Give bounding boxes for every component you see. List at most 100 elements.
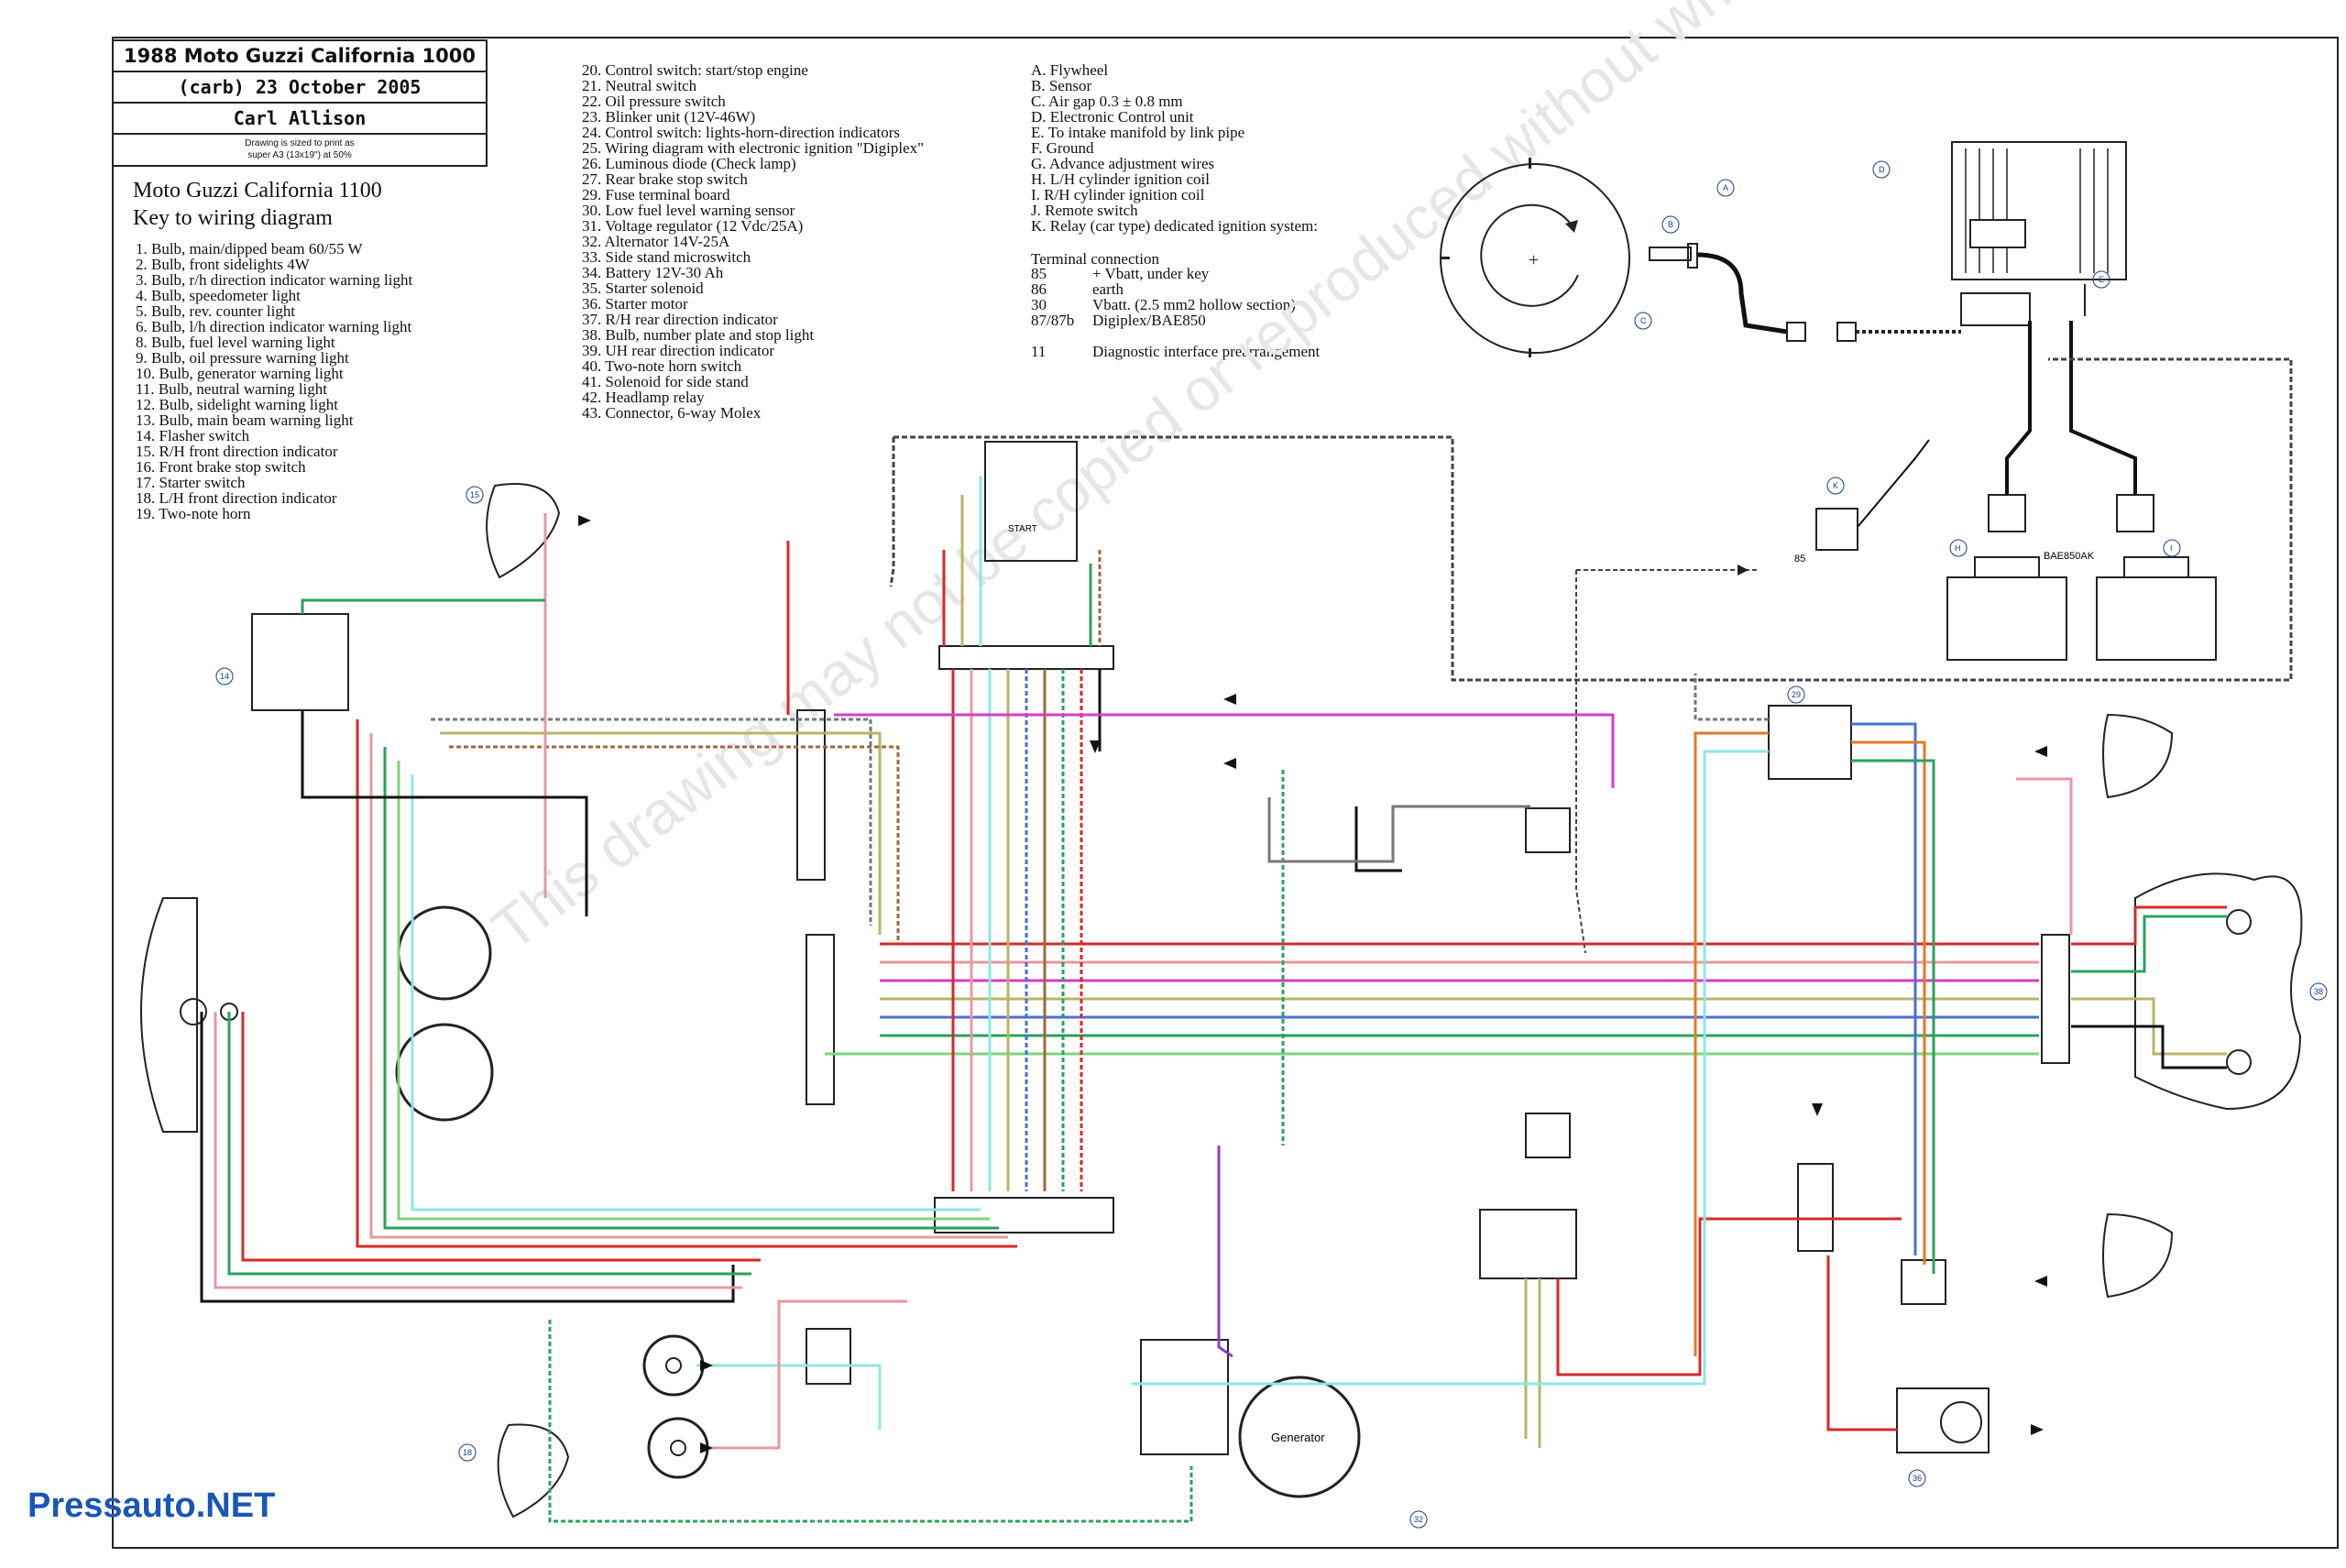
relay-35 xyxy=(1901,1259,1946,1305)
tag-H: H xyxy=(1949,539,1968,557)
key-item: 13. Bulb, main beam warning light xyxy=(136,411,354,429)
author: Carl Allison xyxy=(114,104,486,135)
key-item: 36. Starter motor xyxy=(582,295,688,313)
key-item: 27. Rear brake stop switch xyxy=(582,170,748,188)
sensor xyxy=(1649,243,1961,342)
indicator-rear-right xyxy=(2102,713,2174,799)
title-line-1: 1988 Moto Guzzi California 1000 xyxy=(114,41,486,72)
svg-text:H: H xyxy=(1955,543,1961,553)
starter-motor xyxy=(1896,1387,1990,1453)
key-item: 1. Bulb, main/dipped beam 60/55 W xyxy=(136,240,363,258)
voltage-regulator xyxy=(1479,1209,1577,1279)
key-item: 11. Bulb, neutral warning light xyxy=(136,380,328,398)
wiring-looms xyxy=(200,477,2227,1523)
key-item: E. To intake manifold by link pipe xyxy=(1031,124,1245,141)
component-tags: A B C D E H I K 29 32 36 38 18 15 14 xyxy=(215,160,2328,1529)
tag-B: B xyxy=(1661,215,1680,234)
key-item: 3. Bulb, r/h direction indicator warning… xyxy=(136,271,413,289)
tag-D: D xyxy=(1872,160,1891,179)
tag-18: 18 xyxy=(458,1443,477,1462)
battery xyxy=(1797,1163,1834,1252)
site-watermark[interactable]: Pressauto.NET xyxy=(27,1486,276,1525)
svg-text:36: 36 xyxy=(1913,1474,1922,1483)
svg-text:D: D xyxy=(1879,165,1885,174)
key-item: 19. Two-note horn xyxy=(136,505,251,522)
ignition-coils: BAE850AK xyxy=(1946,321,2217,661)
key-item: C. Air gap 0.3 ± 0.8 mm xyxy=(1031,93,1183,110)
key-item: 8. Bulb, fuel level warning light xyxy=(136,334,335,351)
key-item: 24. Control switch: lights-horn-directio… xyxy=(582,124,901,141)
drawing-frame xyxy=(112,37,2339,1549)
key-item: 40. Two-note horn switch xyxy=(582,357,742,375)
headlight xyxy=(140,897,238,1133)
key-item: 20. Control switch: start/stop engine xyxy=(582,61,808,79)
key-heading: Moto Guzzi California 1100 Key to wiring… xyxy=(133,179,382,230)
key-item: 26. Luminous diode (Check lamp) xyxy=(582,155,796,172)
key-item: 14. Flasher switch xyxy=(136,427,250,444)
generator: Generator xyxy=(1238,1376,1361,1498)
key-item: 35. Starter solenoid xyxy=(582,280,704,297)
key-item: 9. Bulb, oil pressure warning light xyxy=(136,349,349,367)
key-item: J. Remote switch xyxy=(1031,202,1138,219)
key-item: 2. Bulb, front sidelights 4W xyxy=(136,256,310,273)
svg-text:+: + xyxy=(1529,250,1539,270)
key-item: 23. Blinker unit (12V-46W) xyxy=(582,108,756,126)
key-item: 41. Solenoid for side stand xyxy=(582,373,749,390)
title-line-2: (carb) 23 October 2005 xyxy=(114,72,486,104)
tag-I: I xyxy=(2163,539,2181,557)
start-stop-switch xyxy=(984,441,1078,562)
tag-32: 32 xyxy=(1409,1510,1428,1529)
lights-horn-switch xyxy=(1140,1339,1229,1455)
key-item: 4. Bulb, speedometer light xyxy=(136,287,301,304)
horn-1 xyxy=(642,1334,705,1397)
svg-text:38: 38 xyxy=(2314,987,2323,996)
key-item: 39. UH rear direction indicator xyxy=(582,342,775,359)
key-item: 6. Bulb, l/h direction indicator warning… xyxy=(136,318,412,335)
print-note: Drawing is sized to print as super A3 (1… xyxy=(245,138,355,160)
tag-14: 14 xyxy=(215,667,234,685)
terminal-heading: Terminal connection xyxy=(1031,250,1159,268)
key-item: 5. Bulb, rev. counter light xyxy=(136,302,296,320)
key-item: 10. Bulb, generator warning light xyxy=(136,365,344,382)
ignition-harness xyxy=(893,357,2293,682)
key-item: 42. Headlamp relay xyxy=(582,389,705,406)
tag-38: 38 xyxy=(2309,982,2328,1001)
relay-41 xyxy=(1525,807,1571,853)
svg-text:K: K xyxy=(1833,481,1838,490)
key-item: 15. R/H front direction indicator xyxy=(136,443,338,460)
indicator-rear-left xyxy=(2102,1212,2174,1299)
key-item: 21. Neutral switch xyxy=(582,77,697,94)
key-item: 38. Bulb, number plate and stop light xyxy=(582,326,815,344)
relay-42 xyxy=(1525,1113,1571,1158)
key-item: 34. Battery 12V-30 Ah xyxy=(582,264,724,281)
key-item: I. R/H cylinder ignition coil xyxy=(1031,186,1205,203)
tag-29: 29 xyxy=(1787,685,1805,704)
tag-15: 15 xyxy=(466,486,484,504)
svg-text:START: START xyxy=(1008,524,1037,534)
svg-text:15: 15 xyxy=(470,490,479,499)
relay-40 xyxy=(806,1328,851,1385)
svg-text:A: A xyxy=(1723,183,1728,192)
svg-text:I: I xyxy=(2170,543,2173,553)
connector-block-bottom xyxy=(934,1197,1114,1234)
key-item: B. Sensor xyxy=(1031,77,1092,94)
key-item: 25. Wiring diagram with electronic ignit… xyxy=(582,139,925,157)
svg-text:29: 29 xyxy=(1792,690,1801,699)
indicator-front-right xyxy=(486,483,561,579)
terminal-row: 85+ Vbatt, under key xyxy=(1031,265,1210,282)
tag-C: C xyxy=(1634,312,1652,330)
tag-E: E xyxy=(2092,270,2110,289)
key-item: 32. Alternator 14V-25A xyxy=(582,233,730,250)
svg-text:B: B xyxy=(1668,220,1673,229)
key-item: 33. Side stand microswitch xyxy=(582,248,751,266)
key-item: 22. Oil pressure switch xyxy=(582,93,726,110)
svg-text:32: 32 xyxy=(1414,1515,1423,1524)
connector-strip-mid xyxy=(806,934,835,1105)
tag-36: 36 xyxy=(1908,1469,1926,1487)
key-item: K. Relay (car type) dedicated ignition s… xyxy=(1031,217,1318,235)
